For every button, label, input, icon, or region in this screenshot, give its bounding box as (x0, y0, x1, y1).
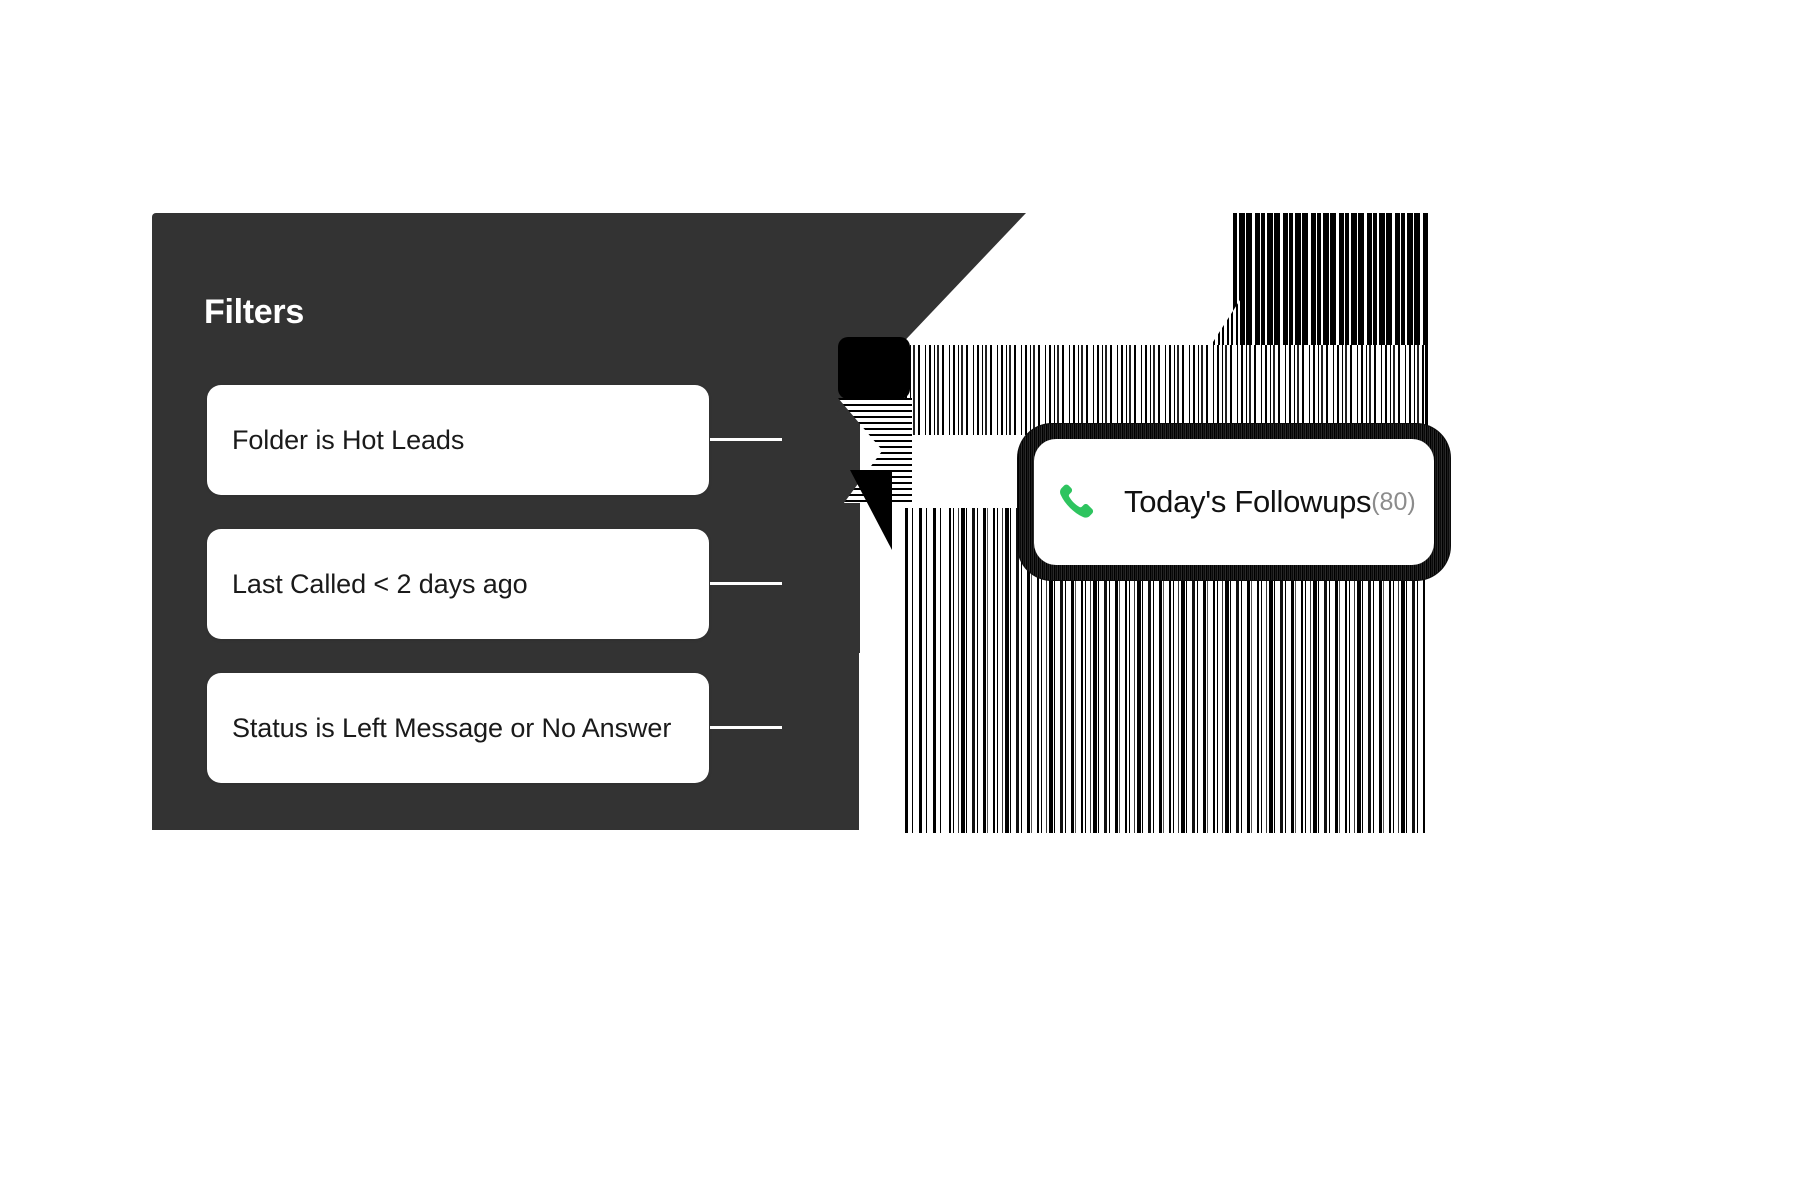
glitch-artifact-lower-strip (905, 508, 945, 833)
card-count-badge: (80) (1371, 487, 1416, 516)
glitch-artifact-ramp (1150, 300, 1240, 440)
connector-line-3 (710, 726, 782, 729)
page-title: Filters (204, 293, 304, 331)
filters-panel: Filters Folder is Hot Leads Last Called … (152, 213, 859, 830)
todays-followups-card[interactable]: Today's Followups (80) (1018, 424, 1450, 580)
filter-pill-last-called[interactable]: Last Called < 2 days ago (207, 529, 709, 639)
glitch-artifact-top-right (1233, 213, 1428, 438)
card-label: Today's Followups (1124, 484, 1372, 519)
connector-line-1 (710, 438, 782, 441)
card-body[interactable]: Today's Followups (80) (1034, 439, 1434, 565)
filter-pill-status[interactable]: Status is Left Message or No Answer (207, 673, 709, 783)
filter-pill-label: Status is Left Message or No Answer (232, 712, 672, 743)
connector-line-2 (710, 582, 782, 585)
filter-pill-label: Folder is Hot Leads (232, 424, 465, 455)
filter-pill-folder[interactable]: Folder is Hot Leads (207, 385, 709, 495)
phone-icon (1060, 484, 1094, 518)
filter-pill-label: Last Called < 2 days ago (232, 568, 528, 599)
connector-diagonal-upper (836, 213, 1026, 413)
